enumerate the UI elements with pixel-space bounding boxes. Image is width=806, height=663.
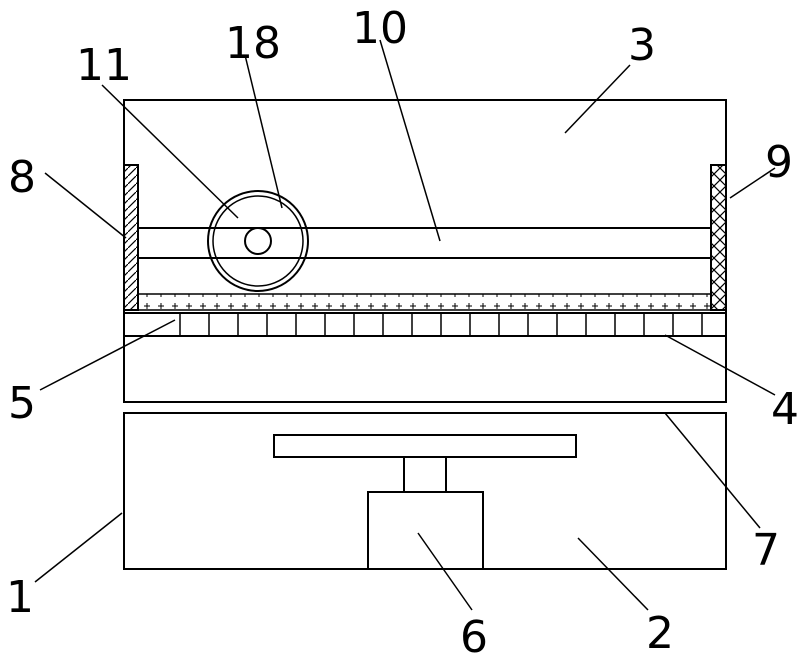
right-wall-9 — [711, 165, 726, 310]
label-1: 1 — [6, 572, 34, 623]
grid-plate-4 — [124, 313, 726, 336]
plate-7 — [124, 402, 726, 413]
label-8: 8 — [8, 152, 36, 203]
label-11: 11 — [76, 40, 132, 91]
roller-11 — [208, 191, 308, 291]
filter-layer — [138, 294, 711, 310]
label-10: 10 — [352, 3, 408, 54]
label-7: 7 — [752, 525, 780, 576]
label-6: 6 — [460, 612, 488, 663]
motor-6 — [368, 492, 483, 569]
label-9: 9 — [765, 137, 793, 188]
shaft — [404, 457, 446, 492]
label-5: 5 — [8, 378, 36, 429]
label-18: 18 — [225, 18, 281, 69]
conveyor-10 — [138, 228, 711, 258]
label-3: 3 — [628, 20, 656, 71]
leader-lines — [35, 40, 775, 610]
label-2: 2 — [646, 608, 674, 659]
label-4: 4 — [771, 384, 799, 435]
platform — [274, 435, 576, 457]
